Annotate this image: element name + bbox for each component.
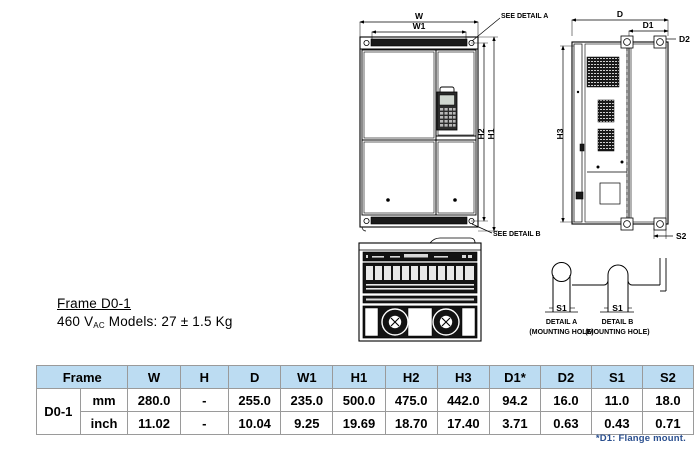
cell-mm-4: 500.0 — [332, 388, 386, 412]
cell-inch-4: 19.69 — [332, 411, 386, 435]
cell-mm-2: 255.0 — [228, 388, 282, 412]
table-row: D0-1 mm 280.0 - 255.0 235.0 500.0 475.0 … — [36, 388, 694, 435]
cell-inch-5: 18.70 — [384, 411, 438, 435]
header-col-6: H3 — [436, 365, 490, 389]
cell-inch-9: 0.43 — [590, 411, 643, 435]
frame-caption: Frame D0-1 460 VAC Models: 27 ± 1.5 Kg — [57, 295, 233, 335]
detail-a-title: DETAIL A — [546, 319, 577, 326]
dim-label-d2: D2 — [679, 34, 690, 44]
frame-title: Frame D0-1 — [57, 296, 132, 311]
detail-a-subtitle: (MOUNTING HOLE) — [529, 329, 593, 336]
keypad — [436, 86, 458, 131]
unit-cell-inch: inch — [79, 411, 129, 435]
cell-mm-6: 442.0 — [436, 388, 490, 412]
frame-id-cell: D0-1 — [36, 388, 81, 435]
cell-mm-7: 94.2 — [488, 388, 541, 412]
detail-a-dim-s1: S1 — [556, 303, 567, 313]
front-view — [359, 17, 501, 234]
bottom-view — [358, 237, 482, 342]
header-col-10: S2 — [641, 365, 694, 389]
cell-mm-9: 11.0 — [590, 388, 643, 412]
cell-inch-7: 3.71 — [488, 411, 541, 435]
cell-inch-6: 17.40 — [436, 411, 490, 435]
cell-inch-3: 9.25 — [280, 411, 334, 435]
header-col-5: H2 — [384, 365, 438, 389]
detail-b-drawing — [572, 258, 667, 313]
header-col-2: D — [228, 365, 282, 389]
unit-cell-mm: mm — [79, 388, 129, 412]
voltage-subscript: AC — [93, 321, 105, 330]
table-header-row: Frame W H D W1 H1 H2 H3 D1* D2 S1 S2 — [35, 365, 694, 389]
header-col-3: W1 — [280, 365, 334, 389]
cell-inch-1: - — [179, 411, 230, 435]
cell-inch-2: 10.04 — [228, 411, 282, 435]
dimension-table: Frame W H D W1 H1 H2 H3 D1* D2 S1 S2 D0-… — [35, 365, 694, 435]
dim-label-d1: D1 — [643, 20, 654, 30]
dim-label-h2: H2 — [476, 128, 486, 139]
table-row: inch 11.02 - 10.04 9.25 19.69 18.70 17.4… — [37, 411, 694, 435]
cell-mm-1: - — [179, 388, 230, 412]
header-col-1: H — [179, 365, 230, 389]
header-col-7: D1* — [488, 365, 541, 389]
dim-label-h1: H1 — [486, 128, 496, 139]
cell-inch-10: 0.71 — [641, 411, 694, 435]
side-view — [560, 18, 676, 239]
header-col-0: W — [127, 365, 181, 389]
dim-label-w: W — [415, 11, 424, 21]
dim-label-h3: H3 — [555, 128, 565, 139]
technical-drawing-area: W W1 H2 H1 SEE DETAIL A SEE DETAIL B D D… — [358, 9, 690, 342]
dim-label-w1: W1 — [413, 21, 426, 31]
header-col-4: H1 — [332, 365, 386, 389]
see-detail-b-label: SEE DETAIL B — [493, 231, 541, 238]
cell-inch-8: 0.63 — [539, 411, 592, 435]
header-col-8: D2 — [539, 365, 592, 389]
detail-b-dim-s1: S1 — [612, 303, 623, 313]
header-col-9: S1 — [590, 365, 643, 389]
see-detail-a-label: SEE DETAIL A — [501, 13, 548, 20]
voltage-prefix: 460 V — [57, 314, 94, 329]
detail-b-title: DETAIL B — [602, 319, 634, 326]
dim-label-d: D — [617, 9, 623, 19]
frame-weight-line: 460 VAC Models: 27 ± 1.5 Kg — [57, 312, 233, 335]
detail-b-subtitle: (MOUNTING HOLE) — [585, 329, 649, 336]
cell-mm-5: 475.0 — [384, 388, 438, 412]
cell-inch-0: 11.02 — [127, 411, 181, 435]
cell-mm-8: 16.0 — [539, 388, 592, 412]
model-weight-text: Models: 27 ± 1.5 Kg — [104, 314, 233, 329]
table-footnote: *D1: Flange mount. — [595, 433, 686, 444]
dim-label-s2: S2 — [676, 231, 687, 241]
cell-mm-10: 18.0 — [641, 388, 694, 412]
detail-a-drawing — [545, 262, 578, 313]
header-frame: Frame — [35, 365, 129, 389]
cell-mm-3: 235.0 — [280, 388, 334, 412]
dimension-table-wrap: Frame W H D W1 H1 H2 H3 D1* D2 S1 S2 D0-… — [35, 365, 694, 435]
cell-mm-0: 280.0 — [127, 388, 181, 412]
